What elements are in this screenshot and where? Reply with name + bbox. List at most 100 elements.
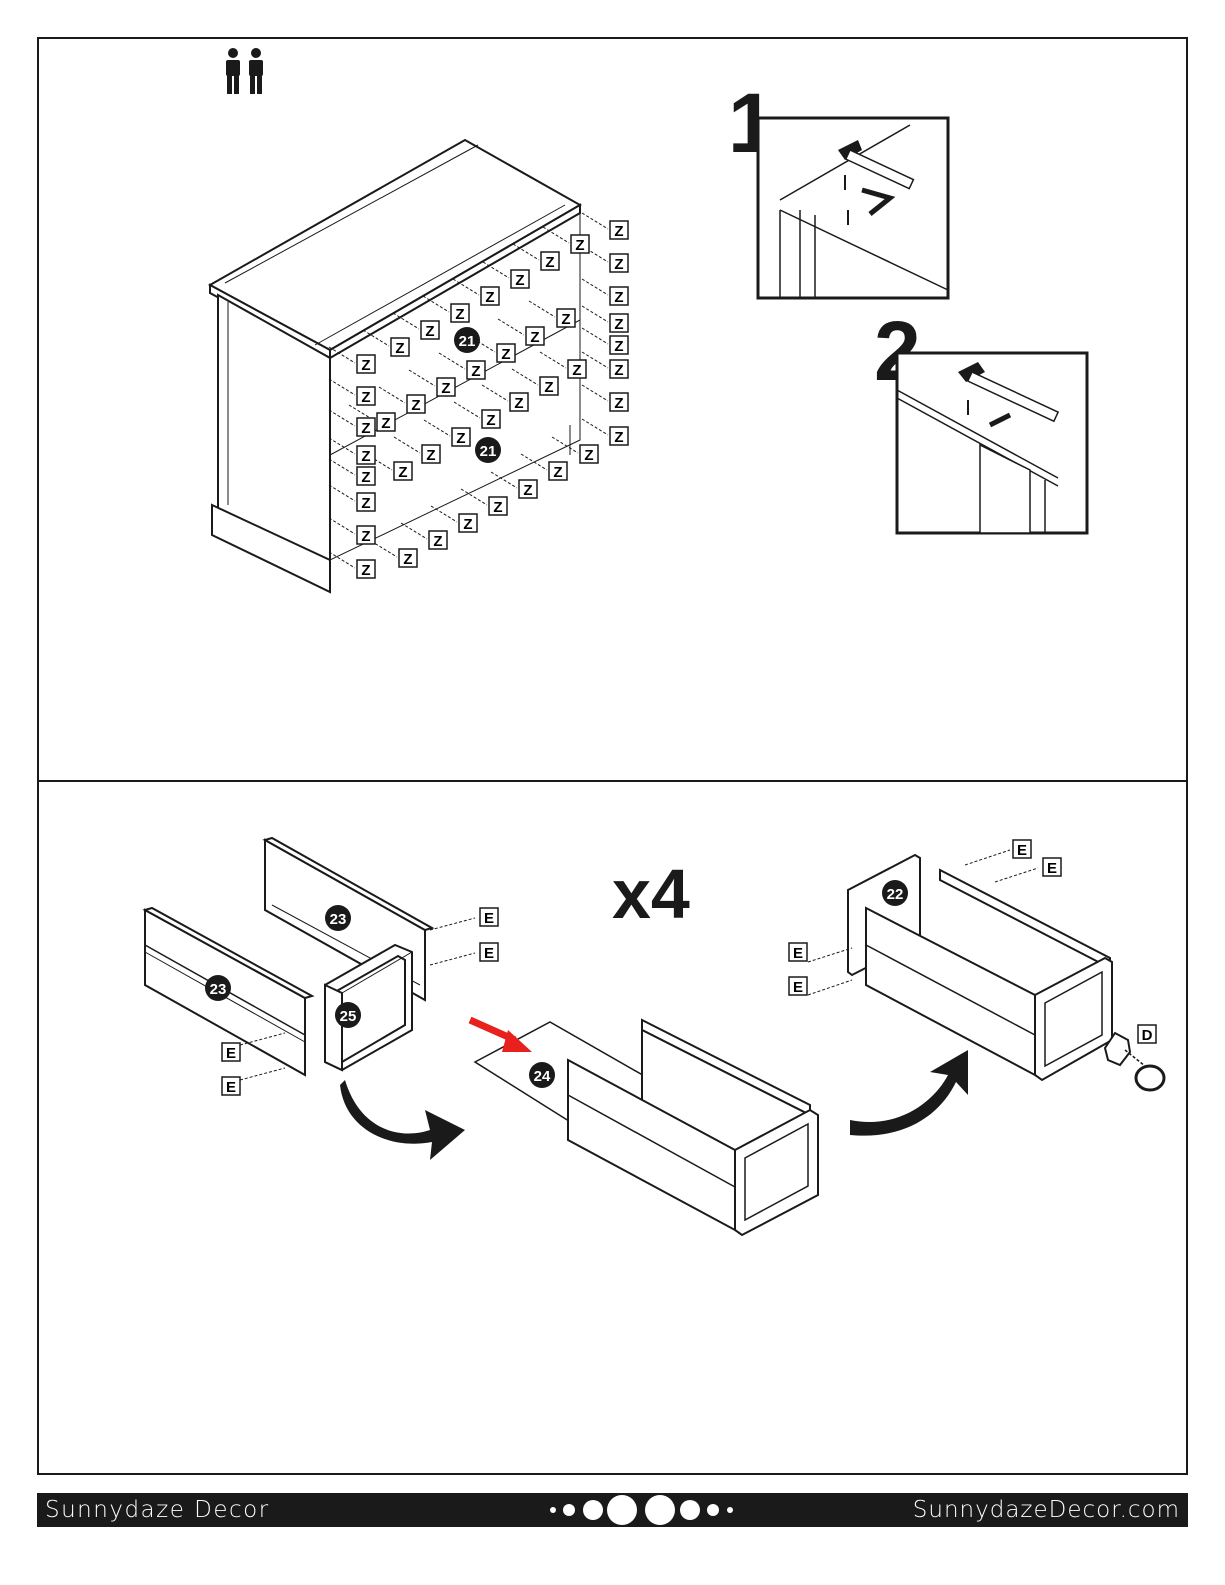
hardware-z-text: Z: [361, 389, 370, 406]
hardware-z-text: Z: [493, 499, 502, 516]
hardware-z-text: Z: [425, 323, 434, 340]
hardware-z-text: Z: [614, 256, 623, 273]
hardware-z-label: Z: [453, 279, 499, 306]
hardware-z-text: Z: [403, 551, 412, 568]
part-24-badge: 24: [529, 1062, 555, 1088]
hardware-z-label: Z: [394, 437, 440, 464]
hardware-z-label: Z: [329, 347, 375, 374]
hardware-e-label: E: [965, 840, 1031, 865]
hardware-z-text: Z: [614, 338, 623, 355]
hardware-z-label: Z: [512, 369, 558, 396]
hardware-e-label: E: [222, 1068, 285, 1096]
hardware-z-label: Z: [582, 352, 628, 379]
svg-text:E: E: [793, 945, 803, 962]
part-21-badge: 21: [475, 437, 501, 463]
hardware-z-label: Z: [582, 279, 628, 306]
hardware-z-label: Z: [371, 541, 417, 568]
svg-text:E: E: [1017, 842, 1027, 859]
hardware-z-text: Z: [614, 395, 623, 412]
footer-bar: Sunnydaze Decor SunnydazeDecor.com: [37, 1493, 1188, 1527]
hardware-z-label: Z: [540, 352, 586, 379]
svg-text:E: E: [226, 1079, 236, 1096]
detail-step-2: 2: [874, 304, 1087, 533]
hardware-z-label: Z: [363, 330, 409, 357]
hardware-z-label: Z: [329, 518, 375, 545]
two-person-assembly-icon: [226, 48, 263, 94]
hardware-z-text: Z: [614, 429, 623, 446]
svg-text:21: 21: [480, 443, 497, 460]
hardware-z-label: Z: [582, 385, 628, 412]
hardware-z-label: Z: [393, 313, 439, 340]
svg-text:24: 24: [534, 1068, 551, 1085]
svg-text:E: E: [226, 1045, 236, 1062]
hardware-z-text: Z: [614, 289, 623, 306]
hardware-z-text: Z: [523, 482, 532, 499]
hardware-z-text: Z: [463, 516, 472, 533]
drawer-bottom-insert-drawing: [475, 1020, 818, 1235]
hardware-z-label: Z: [513, 244, 559, 271]
hardware-z-text: Z: [486, 412, 495, 429]
part-23-badge: 23: [205, 975, 231, 1001]
hardware-z-label: Z: [483, 262, 529, 289]
hardware-z-text: Z: [544, 379, 553, 396]
hardware-z-text: Z: [381, 415, 390, 432]
hardware-z-text: Z: [515, 272, 524, 289]
svg-text:E: E: [1047, 860, 1057, 877]
hardware-z-text: Z: [455, 306, 464, 323]
hardware-e-label: E: [430, 908, 498, 930]
hardware-z-text: Z: [361, 420, 370, 437]
hardware-e-label: E: [789, 943, 852, 962]
svg-text:D: D: [1142, 1027, 1153, 1044]
hardware-z-label: Z: [424, 420, 470, 447]
hardware-d-label: D: [1138, 1025, 1156, 1044]
hardware-z-text: Z: [456, 430, 465, 447]
hardware-z-label: Z: [498, 319, 544, 346]
part-21-badge: 21: [454, 327, 480, 353]
curved-arrow-icon: [340, 1080, 465, 1160]
hardware-z-text: Z: [572, 362, 581, 379]
hardware-e-label: E: [995, 858, 1061, 882]
hardware-z-text: Z: [361, 469, 370, 486]
website-link[interactable]: SunnydazeDecor.com: [913, 1497, 1180, 1523]
hardware-e-label: E: [789, 977, 852, 996]
hardware-z-text: Z: [433, 533, 442, 550]
hardware-z-text: Z: [530, 329, 539, 346]
hardware-z-text: Z: [361, 528, 370, 545]
hardware-z-text: Z: [361, 448, 370, 465]
hardware-z-label: Z: [329, 379, 375, 406]
hardware-z-text: Z: [545, 254, 554, 271]
svg-text:23: 23: [330, 911, 347, 928]
detail-step-1: 1: [728, 76, 948, 298]
svg-text:E: E: [793, 979, 803, 996]
hardware-z-label: Z: [491, 472, 537, 499]
multiplier-label: x4: [612, 855, 690, 933]
hardware-z-text: Z: [553, 464, 562, 481]
svg-text:E: E: [484, 945, 494, 962]
curved-arrow-icon: [850, 1050, 968, 1136]
hardware-z-text: Z: [561, 311, 570, 328]
hardware-z-text: Z: [398, 464, 407, 481]
hardware-z-text: Z: [361, 495, 370, 512]
hardware-z-text: Z: [485, 289, 494, 306]
hardware-e-label: E: [430, 943, 498, 965]
hardware-z-text: Z: [361, 562, 370, 579]
hardware-z-label: Z: [461, 489, 507, 516]
brand-name: Sunnydaze Decor: [45, 1497, 270, 1523]
hardware-z-label: Z: [379, 387, 425, 414]
hardware-z-label: Z: [409, 370, 455, 397]
svg-text:23: 23: [210, 981, 227, 998]
hardware-z-text: Z: [411, 397, 420, 414]
part-22-badge: 22: [882, 880, 908, 906]
hardware-z-text: Z: [361, 357, 370, 374]
hardware-z-text: Z: [575, 237, 584, 254]
svg-text:25: 25: [340, 1008, 357, 1025]
part-23-badge: 23: [325, 905, 351, 931]
hardware-z-label: Z: [329, 485, 375, 512]
hardware-z-label: Z: [529, 301, 575, 328]
dresser-back-drawing: [210, 140, 580, 592]
hardware-z-text: Z: [441, 380, 450, 397]
hardware-z-label: Z: [482, 385, 528, 412]
hardware-z-label: Z: [329, 410, 375, 437]
hardware-z-text: Z: [614, 223, 623, 240]
